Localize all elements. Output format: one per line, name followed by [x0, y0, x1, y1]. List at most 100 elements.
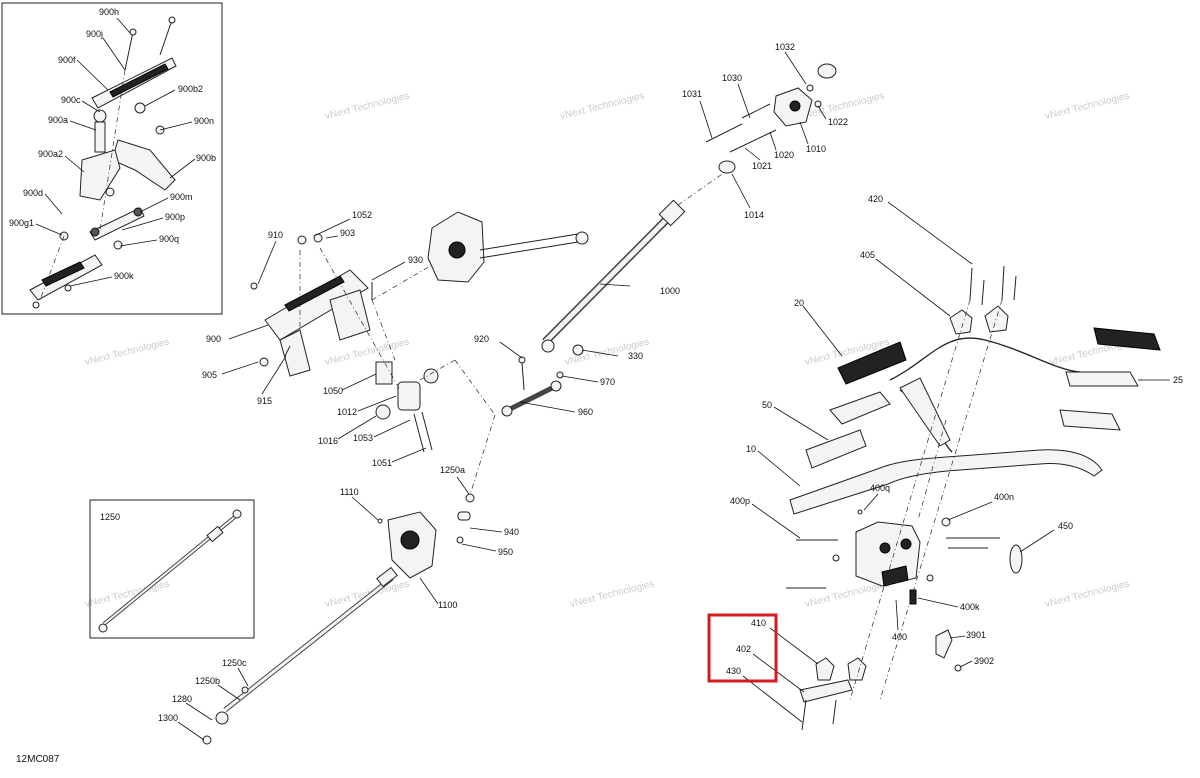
callout-420: 420 — [868, 194, 883, 204]
callout-900h: 900h — [99, 7, 119, 17]
callout-970: 970 — [600, 377, 615, 387]
watermark: vNext Technologies — [569, 579, 656, 611]
watermark: vNext Technologies — [324, 337, 411, 369]
highlight-box — [707, 613, 778, 683]
callout-1012: 1012 — [337, 407, 357, 417]
callout-400p: 400p — [730, 496, 750, 506]
callout-1050: 1050 — [323, 386, 343, 396]
drag-link-assembly: 920 330 970 960 — [419, 334, 643, 496]
steering-bracket-assembly: 910 1052 903 930 900 905 915 1050 1012 1… — [202, 210, 589, 468]
callout-1110: 1110 — [340, 487, 359, 497]
watermarks: vNext Technologies vNext Technologies vN… — [84, 91, 1136, 611]
clamp-1012 — [397, 381, 421, 411]
callout-900c: 900c — [61, 95, 81, 105]
diagram-code: 12MC087 — [16, 754, 60, 765]
watermark: vNext Technologies — [1044, 579, 1131, 611]
callout-400q: 400q — [870, 483, 890, 493]
callout-910: 910 — [268, 230, 283, 240]
callout-50: 50 — [762, 400, 772, 410]
callout-1021: 1021 — [752, 161, 772, 171]
callout-900m: 900m — [170, 192, 193, 202]
callout-1100: 1100 — [438, 600, 457, 610]
watermark: vNext Technologies — [1044, 91, 1131, 123]
sleeve-50 — [805, 429, 867, 469]
watermark: vNext Technologies — [324, 91, 411, 123]
callout-430: 430 — [726, 666, 741, 676]
bracket-402 — [799, 679, 853, 703]
callout-330: 330 — [628, 351, 643, 361]
bracket-900b — [111, 139, 176, 191]
callout-930: 930 — [408, 255, 423, 265]
callout-1280: 1280 — [172, 694, 192, 704]
inset-900-assembly: 900h 900j 900f 900c 900b2 900a 900n 900a… — [1, 2, 223, 315]
link-900m — [89, 207, 145, 241]
callout-410: 410 — [751, 618, 766, 628]
callout-3902: 3902 — [974, 656, 994, 666]
callout-900d: 900d — [23, 188, 43, 198]
callout-900k: 900k — [114, 271, 134, 281]
callout-400: 400 — [892, 632, 907, 642]
steering-column: 1000 1031 1030 1032 1022 1010 1020 1021 … — [541, 42, 848, 356]
lower-steering-assembly: 1110 1250a 940 950 1100 1250c 1250b 1280… — [158, 465, 519, 745]
callout-1022: 1022 — [828, 117, 848, 127]
callout-1300: 1300 — [158, 713, 178, 723]
callout-1250c: 1250c — [222, 658, 247, 668]
callout-1250b: 1250b — [195, 676, 220, 686]
base-plate-900k — [29, 254, 103, 301]
callout-940: 940 — [504, 527, 519, 537]
washer-450 — [1009, 544, 1023, 574]
callout-900g1: 900g1 — [9, 218, 34, 228]
callout-900j: 900j — [86, 29, 103, 39]
grip-20 — [837, 341, 907, 385]
clamp-405 — [949, 309, 973, 335]
callout-25: 25 — [1173, 375, 1183, 385]
callout-920: 920 — [474, 334, 489, 344]
callout-1053: 1053 — [353, 433, 373, 443]
inset-1250-title: 1250 — [100, 512, 120, 522]
callout-1016: 1016 — [318, 436, 338, 446]
callout-900b2: 900b2 — [178, 84, 203, 94]
callout-900n: 900n — [194, 116, 214, 126]
callout-10: 10 — [746, 444, 756, 454]
callout-900: 900 — [206, 334, 221, 344]
part-3901 — [935, 629, 953, 659]
callout-1051: 1051 — [372, 458, 392, 468]
callout-903: 903 — [340, 228, 355, 238]
callout-1032: 1032 — [775, 42, 795, 52]
callout-1030: 1030 — [722, 73, 742, 83]
grip-25 — [1093, 327, 1161, 351]
throttle-housing — [829, 391, 891, 425]
callout-1250a: 1250a — [440, 465, 465, 475]
callout-450: 450 — [1058, 521, 1073, 531]
callout-400n: 400n — [994, 492, 1014, 502]
callout-3901: 3901 — [966, 630, 986, 640]
callout-1014: 1014 — [744, 210, 764, 220]
watermark: vNext Technologies — [559, 91, 646, 123]
callout-900p: 900p — [165, 212, 185, 222]
clamp-410 — [815, 657, 835, 681]
watermark: vNext Technologies — [84, 337, 171, 369]
callout-905: 905 — [202, 370, 217, 380]
callout-1010: 1010 — [806, 144, 826, 154]
callout-1000: 1000 — [660, 286, 680, 296]
callout-900b: 900b — [196, 153, 216, 163]
callout-950: 950 — [498, 547, 513, 557]
callout-400k: 400k — [960, 602, 980, 612]
callout-960: 960 — [578, 407, 593, 417]
callout-405: 405 — [860, 250, 875, 260]
callout-20: 20 — [794, 298, 804, 308]
inset-1250: 1250 — [89, 499, 255, 639]
handlebar-10 — [789, 449, 1103, 515]
callout-900a2: 900a2 — [38, 149, 63, 159]
callout-402: 402 — [736, 644, 751, 654]
callout-900q: 900q — [159, 234, 179, 244]
callout-1052: 1052 — [352, 210, 372, 220]
callout-915: 915 — [257, 396, 272, 406]
handlebar-assembly: 420 405 20 25 50 10 400p 400q 400n 450 4… — [726, 194, 1183, 731]
callout-1020: 1020 — [774, 150, 794, 160]
link-960 — [506, 383, 558, 413]
callout-900f: 900f — [58, 55, 76, 65]
callout-1031: 1031 — [682, 89, 702, 99]
callout-900a: 900a — [48, 115, 68, 125]
